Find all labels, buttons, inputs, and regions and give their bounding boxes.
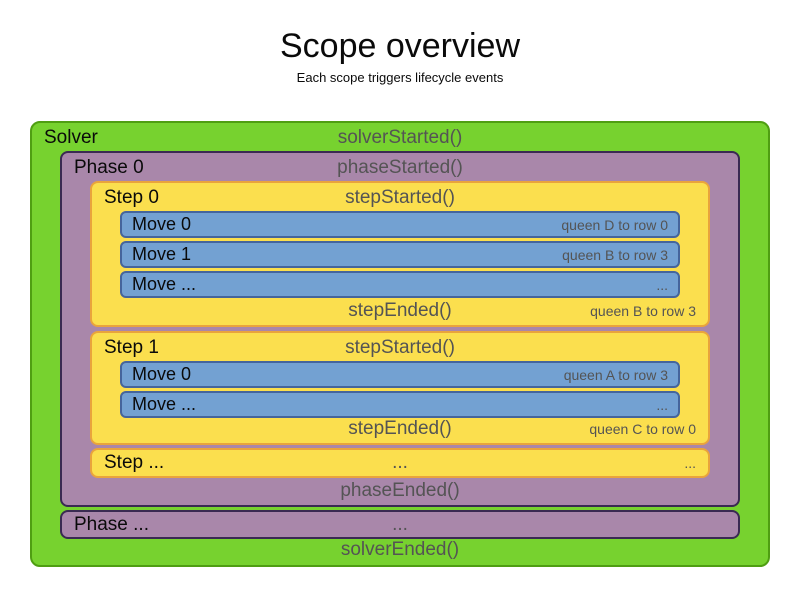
solver-footer-row: solverEnded() bbox=[32, 536, 768, 563]
phase-0-ended-event: phaseEnded() bbox=[340, 479, 460, 501]
solver-started-event: solverStarted() bbox=[337, 127, 463, 148]
move-row: Move ... ... bbox=[120, 271, 680, 298]
step-1-label: Step 1 bbox=[104, 337, 159, 358]
move-detail: queen A to row 3 bbox=[563, 366, 668, 383]
move-label: Move 0 bbox=[132, 214, 192, 234]
phase-0-box: Phase 0 phaseStarted() Step 0 stepStarte… bbox=[60, 151, 740, 507]
move-label: Move 0 bbox=[132, 364, 192, 384]
step-more-bar: Step ... ... ... bbox=[90, 448, 710, 478]
step-0-ended-detail: queen B to row 3 bbox=[590, 302, 696, 319]
solver-label: Solver bbox=[44, 127, 98, 148]
page-title: Scope overview bbox=[279, 27, 520, 65]
phase-more-center-ellipsis: ... bbox=[392, 513, 408, 535]
step-0-box: Step 0 stepStarted() Move 0 queen D to r… bbox=[90, 181, 710, 327]
step-0-label: Step 0 bbox=[104, 187, 159, 208]
move-label: Move 1 bbox=[132, 244, 192, 264]
step-1-started-event: stepStarted() bbox=[345, 337, 455, 358]
phase-0-started-event: phaseStarted() bbox=[337, 157, 463, 178]
step-1-footer-row: stepEnded() queen C to row 0 bbox=[92, 414, 708, 443]
move-row: Move 1 queen B to row 3 bbox=[120, 241, 680, 268]
step-0-footer-row: stepEnded() queen B to row 3 bbox=[92, 296, 708, 325]
move-detail: queen D to row 0 bbox=[561, 216, 668, 233]
move-label: Move ... bbox=[132, 274, 197, 294]
phase-more-bar: Phase ... ... bbox=[60, 510, 740, 539]
move-row: Move 0 queen D to row 0 bbox=[120, 211, 680, 238]
phase-0-label: Phase 0 bbox=[74, 157, 144, 178]
move-detail: ... bbox=[656, 396, 668, 413]
step-1-ended-detail: queen C to row 0 bbox=[589, 420, 696, 437]
move-row: Move 0 queen A to row 3 bbox=[120, 361, 680, 388]
step-0-ended-event: stepEnded() bbox=[348, 299, 452, 321]
solver-box: Solver solverStarted() Phase 0 phaseStar… bbox=[30, 121, 770, 567]
move-row: Move ... ... bbox=[120, 391, 680, 418]
solver-header-row: Solver solverStarted() bbox=[32, 123, 768, 153]
step-1-header-row: Step 1 stepStarted() bbox=[92, 333, 708, 363]
step-0-started-event: stepStarted() bbox=[345, 187, 455, 208]
step-1-box: Step 1 stepStarted() Move 0 queen A to r… bbox=[90, 331, 710, 445]
step-1-ended-event: stepEnded() bbox=[348, 417, 452, 439]
solver-ended-event: solverEnded() bbox=[340, 538, 460, 560]
move-label: Move ... bbox=[132, 394, 197, 414]
phase-more-label: Phase ... bbox=[74, 513, 149, 535]
step-more-label: Step ... bbox=[104, 452, 165, 473]
move-detail: queen B to row 3 bbox=[562, 246, 668, 263]
step-0-header-row: Step 0 stepStarted() bbox=[92, 183, 708, 213]
move-detail: ... bbox=[656, 276, 668, 293]
phase-0-header-row: Phase 0 phaseStarted() bbox=[62, 153, 738, 183]
page-subtitle: Each scope triggers lifecycle events bbox=[296, 70, 504, 85]
phase-0-footer-row: phaseEnded() bbox=[62, 476, 738, 505]
step-more-center-ellipsis: ... bbox=[392, 452, 408, 473]
step-more-right-ellipsis: ... bbox=[684, 455, 696, 471]
